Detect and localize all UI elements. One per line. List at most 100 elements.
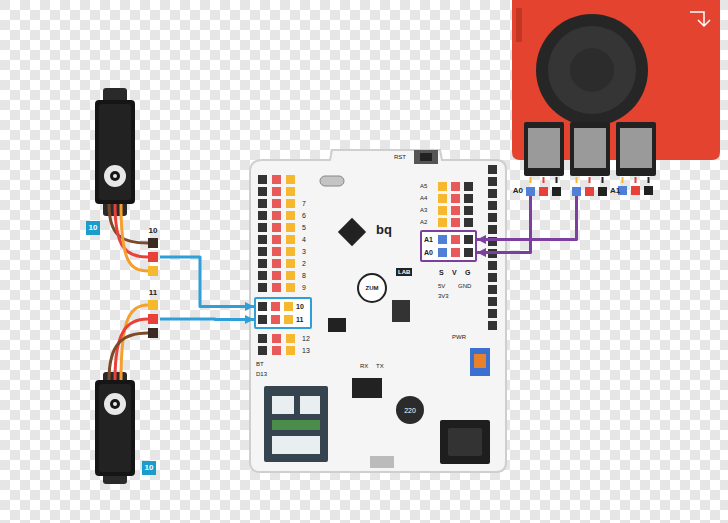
pin-name: A2: [420, 218, 427, 226]
header-pin: [258, 211, 267, 220]
callout-number: 10: [142, 461, 156, 475]
zum-board: [272, 420, 320, 430]
header-pin: [464, 248, 473, 257]
joystick-lead: [631, 186, 640, 195]
header-pin: [148, 252, 158, 262]
header-pin: [488, 261, 497, 270]
servo-cable: [121, 204, 148, 271]
joystick-lead: [602, 177, 604, 183]
header-pin: [539, 187, 548, 196]
header-pin: [286, 334, 295, 343]
header-pin: [488, 177, 497, 186]
header-pin: [286, 187, 295, 196]
header-pin: [272, 334, 281, 343]
board-label: D13: [256, 370, 267, 378]
header-pin: [464, 235, 473, 244]
header-pin: [438, 248, 447, 257]
joystick-lead: [644, 186, 653, 195]
header-pin: [284, 302, 293, 311]
header-pin: [272, 247, 281, 256]
pin-number: 2: [302, 259, 306, 268]
header-pin: [585, 187, 594, 196]
joystick-module: [616, 122, 656, 176]
joystick-module: [528, 128, 560, 168]
header-pin: [438, 235, 447, 244]
board-name: LAB: [396, 268, 412, 276]
joystick-lead: [622, 177, 624, 183]
joystick-header: A1: [572, 186, 623, 196]
pin-number: 8: [302, 271, 306, 280]
zum-board: [448, 428, 482, 456]
header-pin: [272, 199, 281, 208]
pin-label: 11: [149, 288, 157, 298]
servo-header: 11: [146, 288, 160, 338]
header-pin: [258, 334, 267, 343]
pin-label: 11: [296, 315, 308, 324]
pin-row: A1: [424, 234, 473, 245]
signal-wire: [160, 257, 254, 307]
header-pin: [258, 235, 267, 244]
pin-name: V: [452, 268, 457, 277]
header-pin: [488, 309, 497, 318]
pin-label: A0: [510, 186, 526, 196]
joystick-module: [516, 8, 522, 42]
header-pin: [286, 199, 295, 208]
header-pin: [488, 321, 497, 330]
zum-board: [358, 274, 386, 302]
header-pin: [271, 315, 280, 324]
pin-row: 11: [258, 314, 308, 325]
header-pin: [451, 206, 460, 215]
zum-board: [300, 396, 320, 414]
header-pin: [488, 273, 497, 282]
header-pin: [488, 285, 497, 294]
header-pin: [572, 187, 581, 196]
board-name: ZUM: [358, 284, 386, 292]
header-pin: [451, 248, 460, 257]
pin-name: A5: [420, 182, 427, 190]
joystick-module: [690, 12, 710, 26]
servo-header: 10: [146, 226, 160, 276]
joystick-lead: [576, 177, 578, 183]
pin-label: A1: [607, 186, 623, 196]
zum-board: [272, 396, 294, 414]
zum-board: [250, 150, 506, 472]
header-pin: [286, 175, 295, 184]
zum-board: [414, 150, 438, 164]
servo-cable: [109, 204, 148, 271]
zum-board: [370, 456, 394, 468]
signal-wire: [477, 196, 531, 253]
header-pin: [272, 346, 281, 355]
header-pin: [258, 187, 267, 196]
pin-number: 4: [302, 235, 306, 244]
servo-motor: [95, 372, 135, 484]
header-pin: [286, 346, 295, 355]
servo-cable: [109, 305, 148, 380]
pin-row: 10: [258, 301, 308, 312]
button-label: RST: [394, 153, 406, 161]
servo-motor: [110, 399, 120, 409]
board-label: PWR: [452, 333, 466, 341]
header-pin: [552, 187, 561, 196]
zum-board: [420, 153, 432, 161]
board-label: BT: [256, 360, 264, 368]
pin-number: 5: [302, 223, 306, 232]
zum-board: [392, 300, 410, 322]
zum-board: [250, 150, 506, 472]
header-pin: [438, 218, 447, 227]
header-pin: [286, 235, 295, 244]
header-pin: [258, 175, 267, 184]
joystick-module: [570, 48, 614, 92]
brand-logo: bq: [376, 222, 392, 237]
header-pin: [258, 315, 267, 324]
header-pin: [488, 201, 497, 210]
joystick-lead: [556, 177, 558, 183]
joystick-lead: [531, 177, 654, 195]
header-pin: [258, 199, 267, 208]
header-pin: [464, 218, 473, 227]
pin-name: A3: [420, 206, 427, 214]
header-pin: [488, 225, 497, 234]
joystick-lead: [530, 177, 532, 183]
servo-motor: [99, 104, 131, 200]
